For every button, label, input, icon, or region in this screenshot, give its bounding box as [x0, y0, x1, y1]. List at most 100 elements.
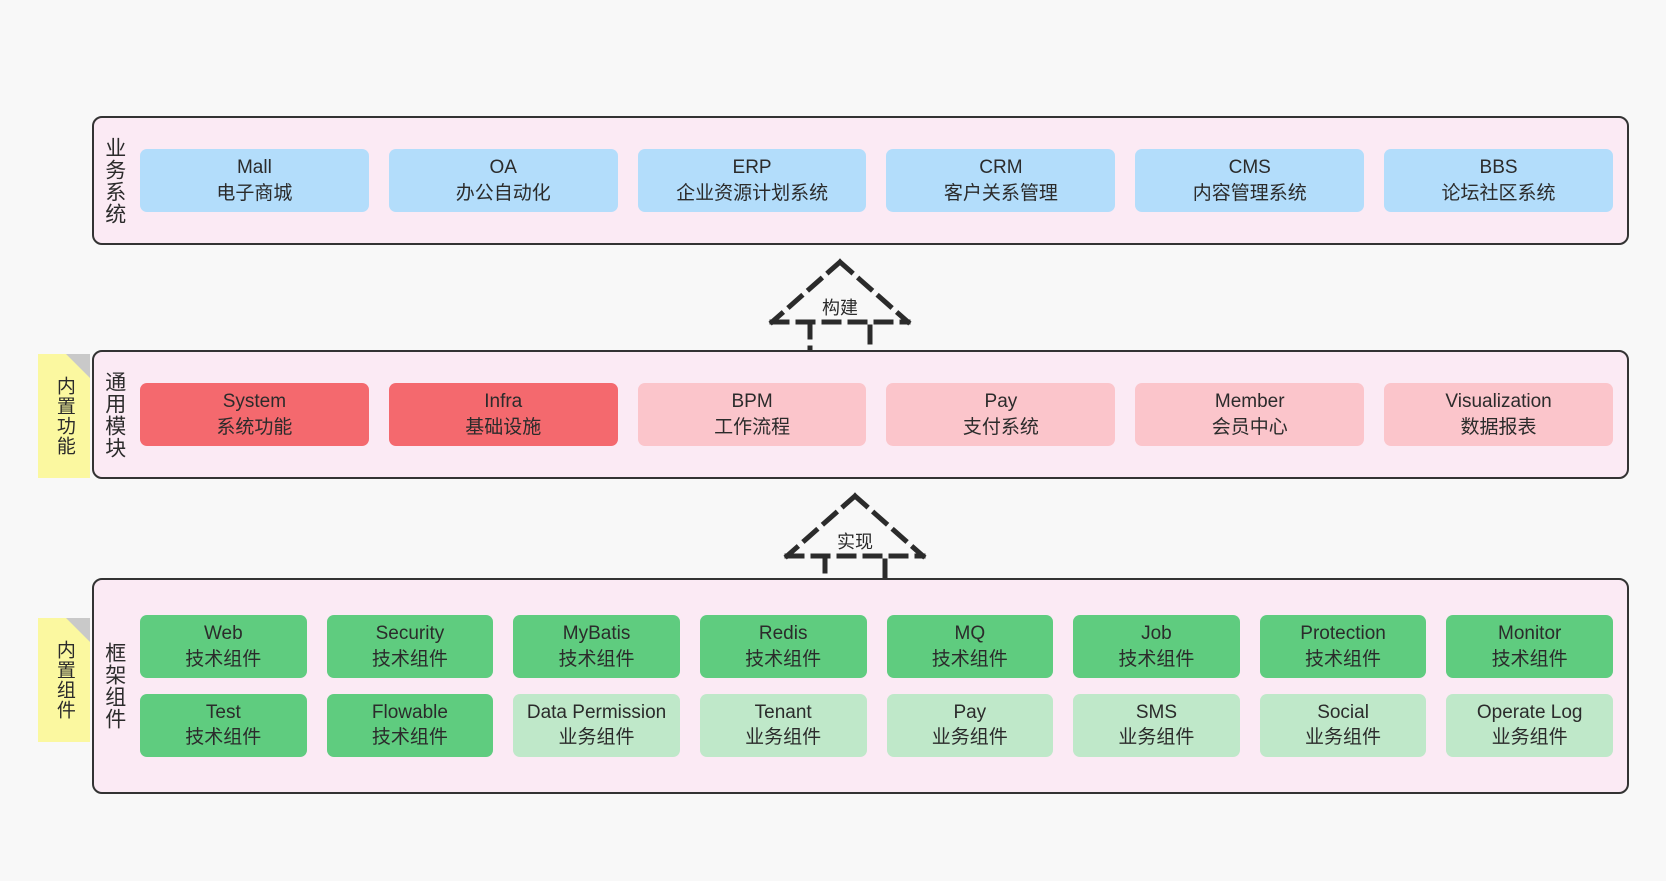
card-subtitle: 技术组件	[371, 727, 448, 749]
card-subtitle: 技术组件	[185, 648, 262, 670]
card-title: Web	[203, 623, 243, 645]
card-title: Monitor	[1498, 623, 1562, 645]
layer-body-business-systems: Mall 电子商城 OA 办公自动化 ERP 企业资源计划系统 CRM 客户关系…	[134, 118, 1627, 243]
card-subtitle: 技术组件	[745, 648, 822, 670]
card-title: MyBatis	[562, 623, 631, 645]
card-subtitle: 内容管理系统	[1192, 182, 1307, 204]
card-mybatis[interactable]: MyBatis 技术组件	[513, 615, 680, 678]
card-title: ERP	[732, 157, 772, 179]
card-title: BBS	[1479, 157, 1518, 179]
card-flowable[interactable]: Flowable 技术组件	[326, 694, 494, 757]
card-social[interactable]: Social 业务组件	[1259, 694, 1427, 757]
card-pay[interactable]: Pay 支付系统	[886, 383, 1116, 446]
card-subtitle: 技术组件	[931, 648, 1008, 670]
card-security[interactable]: Security 技术组件	[326, 615, 494, 678]
card-monitor[interactable]: Monitor 技术组件	[1446, 615, 1613, 678]
note-fold-icon	[66, 618, 90, 642]
card-web[interactable]: Web 技术组件	[140, 615, 307, 678]
card-cms[interactable]: CMS 内容管理系统	[1135, 149, 1365, 212]
card-title: MQ	[954, 623, 986, 645]
card-title: Member	[1214, 391, 1285, 413]
card-oa[interactable]: OA 办公自动化	[388, 149, 618, 212]
card-mq[interactable]: MQ 技术组件	[886, 615, 1054, 678]
card-subtitle: 客户关系管理	[943, 182, 1058, 204]
layer-title-business-systems: 业务系统	[102, 136, 126, 225]
card-subtitle: 业务组件	[1305, 727, 1382, 749]
card-tenant[interactable]: Tenant 业务组件	[699, 694, 867, 757]
layer-common-modules: 通用模块 System 系统功能 Infra 基础设施 BPM 工作流程 Pay…	[92, 350, 1629, 479]
note-label: 内置功能	[53, 376, 75, 456]
card-subtitle: 数据报表	[1460, 416, 1537, 438]
card-subtitle: 业务组件	[1118, 727, 1195, 749]
connector-implement: 实现	[775, 490, 935, 591]
card-title: Social	[1317, 702, 1369, 723]
card-title: Pay	[953, 702, 987, 723]
note-fold-icon	[66, 354, 90, 378]
card-subtitle: 业务组件	[745, 727, 822, 749]
card-erp[interactable]: ERP 企业资源计划系统	[637, 149, 867, 212]
note-builtin-functions: 内置功能	[38, 354, 90, 478]
card-title: Data Permission	[526, 702, 667, 723]
card-subtitle: 论坛社区系统	[1441, 182, 1556, 204]
card-title: BPM	[731, 391, 773, 413]
layer-framework-components: 框架组件 Web 技术组件 Security 技术组件 MyBatis 技术组件…	[92, 578, 1629, 794]
card-redis[interactable]: Redis 技术组件	[699, 615, 867, 678]
layer-body-common-modules: System 系统功能 Infra 基础设施 BPM 工作流程 Pay 支付系统…	[134, 352, 1627, 477]
layer-body-framework-components: Web 技术组件 Security 技术组件 MyBatis 技术组件 Redi…	[134, 580, 1627, 792]
layer-business-systems: 业务系统 Mall 电子商城 OA 办公自动化 ERP 企业资源计划系统 CRM…	[92, 116, 1629, 245]
card-title: System	[222, 391, 287, 413]
card-title: Visualization	[1445, 391, 1552, 413]
card-job[interactable]: Job 技术组件	[1073, 615, 1240, 678]
card-title: Pay	[984, 391, 1018, 413]
note-builtin-components: 内置组件	[38, 618, 90, 742]
card-subtitle: 电子商城	[216, 182, 293, 204]
card-infra[interactable]: Infra 基础设施	[388, 383, 618, 446]
card-subtitle: 业务组件	[931, 727, 1008, 749]
card-row: System 系统功能 Infra 基础设施 BPM 工作流程 Pay 支付系统…	[140, 383, 1613, 446]
card-subtitle: 技术组件	[1118, 648, 1195, 670]
card-title: Mall	[236, 157, 272, 179]
card-subtitle: 会员中心	[1211, 416, 1288, 438]
card-title: Test	[205, 702, 241, 723]
card-subtitle: 业务组件	[558, 727, 635, 749]
note-label: 内置组件	[53, 640, 75, 720]
card-title: Flowable	[371, 702, 448, 723]
card-visualization[interactable]: Visualization 数据报表	[1384, 383, 1613, 446]
card-test[interactable]: Test 技术组件	[140, 694, 307, 757]
connector-label: 构建	[822, 298, 858, 318]
card-subtitle: 办公自动化	[455, 182, 551, 204]
card-title: Operate Log	[1476, 702, 1583, 723]
card-bbs[interactable]: BBS 论坛社区系统	[1384, 149, 1613, 212]
card-subtitle: 技术组件	[1491, 648, 1568, 670]
layer-title-framework-components: 框架组件	[102, 642, 126, 730]
card-subtitle: 企业资源计划系统	[676, 182, 829, 204]
card-subtitle: 支付系统	[962, 416, 1039, 438]
connector-label: 实现	[837, 532, 873, 552]
card-pay-component[interactable]: Pay 业务组件	[886, 694, 1054, 757]
card-title: Job	[1141, 623, 1172, 645]
card-title: CRM	[979, 157, 1023, 179]
card-title: CMS	[1228, 157, 1271, 179]
card-data-permission[interactable]: Data Permission 业务组件	[513, 694, 680, 757]
card-member[interactable]: Member 会员中心	[1135, 383, 1365, 446]
card-subtitle: 技术组件	[185, 727, 262, 749]
card-protection[interactable]: Protection 技术组件	[1259, 615, 1427, 678]
card-bpm[interactable]: BPM 工作流程	[637, 383, 867, 446]
card-mall[interactable]: Mall 电子商城	[140, 149, 369, 212]
card-crm[interactable]: CRM 客户关系管理	[886, 149, 1116, 212]
layer-title-common-modules: 通用模块	[102, 370, 126, 459]
card-system[interactable]: System 系统功能	[140, 383, 369, 446]
card-sms[interactable]: SMS 业务组件	[1073, 694, 1240, 757]
card-operate-log[interactable]: Operate Log 业务组件	[1446, 694, 1613, 757]
card-title: SMS	[1135, 702, 1178, 723]
card-subtitle: 技术组件	[558, 648, 635, 670]
card-row-technical: Web 技术组件 Security 技术组件 MyBatis 技术组件 Redi…	[140, 615, 1613, 678]
card-subtitle: 基础设施	[465, 416, 542, 438]
card-subtitle: 系统功能	[216, 416, 293, 438]
card-title: Redis	[758, 623, 808, 645]
connector-build: 构建	[760, 256, 920, 357]
card-title: Infra	[484, 391, 523, 413]
card-subtitle: 工作流程	[714, 416, 791, 438]
card-row-business: Test 技术组件 Flowable 技术组件 Data Permission …	[140, 694, 1613, 757]
card-subtitle: 业务组件	[1491, 727, 1568, 749]
